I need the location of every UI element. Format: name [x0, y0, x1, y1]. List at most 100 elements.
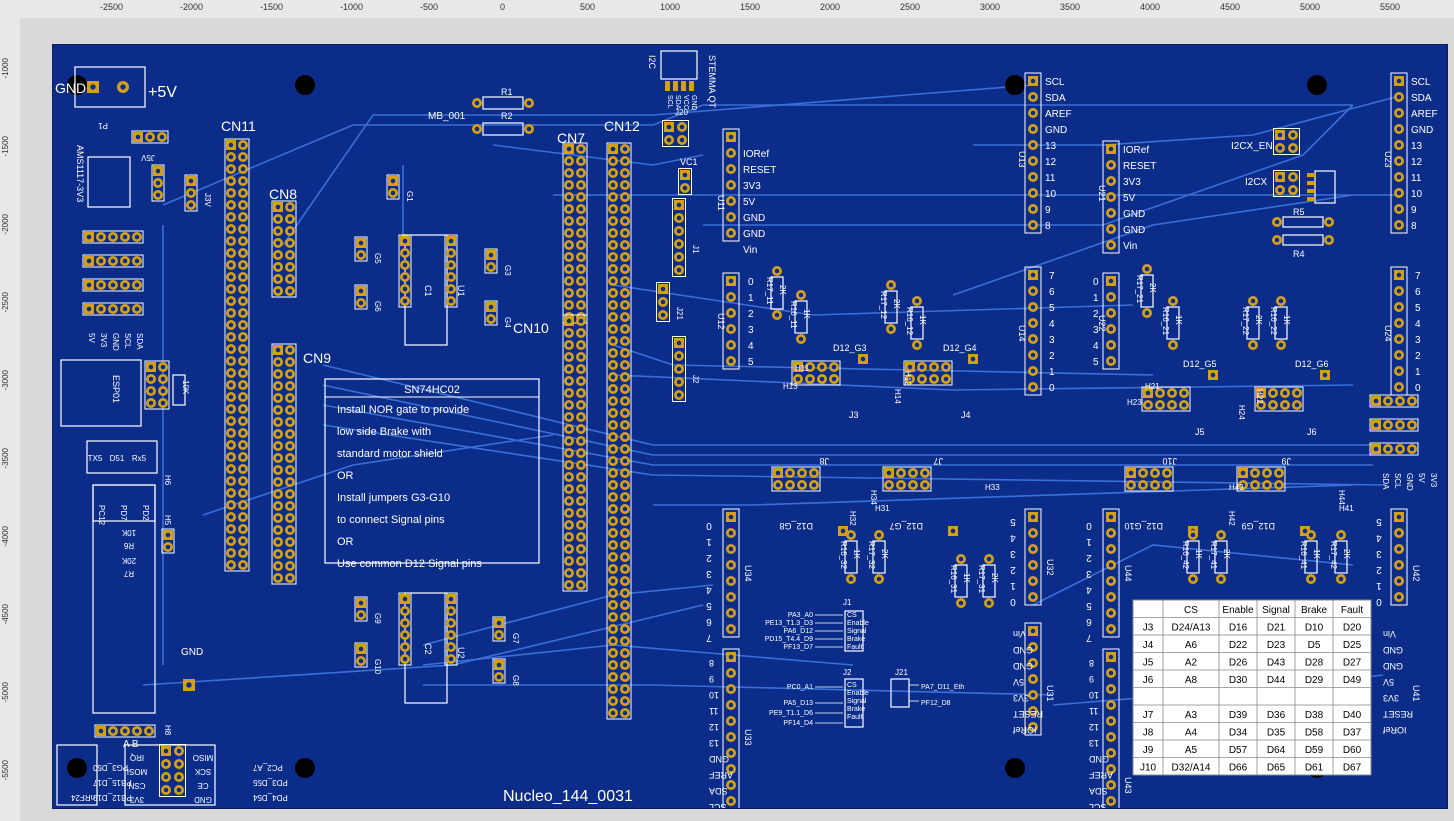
pad-hole: [728, 358, 734, 364]
pad-hole: [240, 430, 246, 436]
digital-label: SCL: [1411, 77, 1431, 88]
digital-label: 11: [1045, 173, 1056, 184]
u43-label: SCL: [1089, 802, 1107, 808]
ruler-tick: -1000: [1, 58, 10, 79]
pad-hole: [240, 490, 246, 496]
table-cell: D66: [1229, 763, 1248, 774]
pad-hole: [578, 254, 584, 260]
rx-block: [86, 440, 158, 474]
pad-hole: [578, 438, 584, 444]
pad-hole: [578, 450, 584, 456]
pad-hole: [135, 134, 141, 140]
ruler-tick: 4500: [1220, 2, 1241, 12]
u2-left: [398, 592, 412, 666]
res-value: 2K: [1342, 549, 1351, 559]
pad-hole: [1108, 798, 1114, 804]
pad-hole: [728, 610, 734, 616]
pad-hole: [566, 390, 572, 396]
u22-label: 2: [1093, 309, 1099, 320]
pad-hole: [287, 479, 293, 485]
res-name: R17_11: [765, 277, 774, 305]
pad-hole: [728, 750, 734, 756]
pad-hole: [526, 100, 532, 106]
pad-hole: [986, 600, 992, 606]
pad-hole: [566, 302, 572, 308]
stemma-pin: [673, 81, 678, 91]
pad-hole: [566, 318, 572, 324]
pad-hole: [448, 238, 454, 244]
pad-hole: [98, 728, 104, 734]
h-header-label: H21: [1145, 382, 1160, 391]
copper-trace: [952, 194, 1354, 296]
gate-jumper: [354, 596, 368, 622]
pad-hole: [228, 478, 234, 484]
pad-hole: [578, 206, 584, 212]
pad-hole: [950, 528, 956, 534]
ruler-tick: -2500: [100, 2, 124, 12]
pad-hole: [228, 490, 234, 496]
digital-label: 3: [1049, 335, 1055, 346]
table-cell: D32/A14: [1172, 763, 1211, 774]
pad-hole: [228, 262, 234, 268]
pad-hole: [275, 264, 281, 270]
gate-label: G4: [503, 317, 512, 328]
pad-hole: [1108, 278, 1114, 284]
pad-hole: [147, 134, 153, 140]
u42-label: 3: [1376, 548, 1382, 559]
pad-hole: [566, 510, 572, 516]
regulator-label: AMS1117-3V3: [75, 145, 85, 202]
res-name: R17_22: [1241, 307, 1250, 336]
pad-hole: [275, 204, 281, 210]
nrf-pin-label: IRQ: [130, 753, 144, 762]
ruler-tick: -1000: [340, 2, 364, 12]
pad-hole: [1277, 145, 1283, 151]
h-header-label: H14: [893, 389, 902, 404]
u32-label: 2: [1010, 564, 1016, 575]
pad-hole: [1030, 724, 1036, 730]
pad-hole: [578, 426, 584, 432]
j2-pin-net: PF14_D4: [783, 720, 813, 727]
pad-hole: [1385, 422, 1391, 428]
pad-hole: [578, 266, 584, 272]
u33-label: 12: [709, 722, 719, 732]
digital-label: GND: [1411, 125, 1433, 136]
i2cx-chip: [1314, 170, 1336, 204]
pad-hole: [1373, 398, 1379, 404]
digital-label: SDA: [1045, 93, 1066, 104]
ruler-tick: -3500: [1, 448, 10, 469]
pad-hole: [275, 359, 281, 365]
u32-label: 5: [1010, 516, 1016, 527]
pad-hole: [1240, 470, 1246, 476]
digital-header: [1024, 266, 1042, 396]
pad-hole: [358, 288, 364, 294]
gate-label: G3: [503, 265, 512, 276]
pad-hole: [610, 446, 616, 452]
nrf-pin-label: SCK: [194, 767, 211, 776]
pad-hole: [228, 382, 234, 388]
pad-hole: [728, 626, 734, 632]
pad-hole: [578, 354, 584, 360]
pad-hole: [287, 204, 293, 210]
p82-pin-label: 3V3: [1429, 473, 1438, 488]
pad-hole: [728, 150, 734, 156]
resistor: [1214, 540, 1228, 574]
pad-hole: [176, 787, 182, 793]
copper-trace: [492, 144, 704, 166]
pad-hole: [1396, 384, 1402, 390]
u42-label: 1: [1376, 580, 1382, 591]
pad-hole: [240, 142, 246, 148]
pad-hole: [774, 312, 780, 318]
pad-hole: [358, 300, 364, 306]
pad-hole: [240, 166, 246, 172]
r1-body: [482, 96, 524, 110]
i2c-row: [82, 302, 144, 316]
d12-label: D12_G7: [889, 521, 923, 531]
pad-hole: [578, 474, 584, 480]
pad-hole: [610, 602, 616, 608]
u31-label: GND: [1013, 645, 1034, 655]
pad-hole: [676, 340, 682, 346]
digital-label: 0: [1415, 383, 1421, 394]
